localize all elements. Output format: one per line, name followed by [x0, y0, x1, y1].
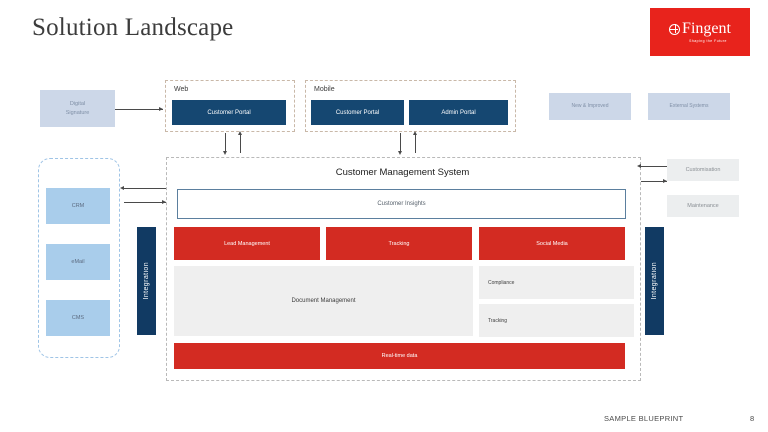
left-system-cms[interactable]: CMS: [46, 300, 110, 336]
logo-wordmark: Fingent: [682, 20, 731, 38]
left-system-email[interactable]: eMail: [46, 244, 110, 280]
real-time-data-label: Real-time data: [381, 353, 418, 359]
arrow-head-mobile-down: [397, 151, 402, 155]
tracking-red-box[interactable]: Tracking: [326, 227, 472, 260]
arrow-line-mobile-down: [400, 133, 401, 153]
social-media-box[interactable]: Social Media: [479, 227, 625, 260]
left-systems-group: [38, 158, 120, 358]
footer-page-number: 8: [750, 414, 755, 423]
mobile-group-label: Mobile: [314, 86, 335, 93]
cms-title: Customer Management System: [335, 167, 470, 178]
web-customer-portal-label: Customer Portal: [207, 109, 251, 116]
document-management-panel[interactable]: Document Management: [174, 266, 473, 336]
external-systems-box: External Systems: [648, 93, 730, 120]
fingent-logo: Fingent Shaping the Future: [650, 8, 750, 56]
integration-bar-right-label: Integration: [651, 262, 658, 300]
customer-insights-box[interactable]: Customer Insights: [177, 189, 626, 219]
integration-bar-left: Integration: [137, 227, 156, 335]
logo-tagline: Shaping the Future: [689, 38, 727, 43]
external-systems-label: External Systems: [669, 102, 709, 109]
compliance-panel[interactable]: Compliance: [479, 266, 634, 299]
mobile-admin-portal-label: Admin Portal: [441, 109, 476, 116]
left-system-cms-label: CMS: [71, 315, 85, 321]
web-group-label: Web: [174, 86, 189, 93]
logo-row: Fingent: [669, 21, 731, 37]
arrow-left-out: [162, 199, 166, 204]
connector-right-out: [641, 181, 667, 182]
globe-icon: [669, 23, 681, 35]
lead-management-label: Lead Management: [224, 240, 270, 247]
real-time-data-bar[interactable]: Real-time data: [174, 343, 625, 369]
social-media-label: Social Media: [536, 240, 568, 247]
arrow-head-web-up: [237, 131, 242, 135]
connector-left-in: [124, 188, 166, 189]
left-system-email-label: eMail: [71, 259, 85, 265]
digital-signature-label: Digital Signature: [65, 101, 90, 116]
arrow-right-in: [637, 163, 641, 168]
maintenance-label: Maintenance: [687, 203, 719, 209]
arrow-head-web-down: [222, 151, 227, 155]
tracking-panel[interactable]: Tracking: [479, 304, 634, 337]
arrow-line-mobile-up: [415, 133, 416, 153]
left-system-crm[interactable]: CRM: [46, 188, 110, 224]
maintenance-box[interactable]: Maintenance: [667, 195, 739, 217]
arrow-right-out: [663, 178, 667, 183]
left-system-crm-label: CRM: [71, 203, 85, 209]
mobile-customer-portal-label: Customer Portal: [335, 109, 380, 116]
integration-bar-left-label: Integration: [143, 262, 150, 300]
compliance-label: Compliance: [488, 279, 515, 286]
customisation-label: Customisation: [685, 167, 721, 173]
mobile-group: Mobile: [305, 80, 516, 132]
arrow-left-in: [120, 185, 124, 190]
mobile-customer-portal[interactable]: Customer Portal: [311, 100, 404, 125]
digital-signature-box: Digital Signature: [40, 90, 115, 127]
connector-legacy-to-web: [115, 109, 163, 110]
arrow-head-mobile-up: [412, 131, 417, 135]
web-group: Web: [165, 80, 295, 132]
arrow-line-web-down: [225, 133, 226, 153]
mobile-admin-portal[interactable]: Admin Portal: [409, 100, 508, 125]
connector-right-in: [641, 166, 667, 167]
page-title: Solution Landscape: [32, 14, 234, 41]
lead-management-box[interactable]: Lead Management: [174, 227, 320, 260]
cms-group: [166, 157, 641, 381]
arrow-legacy-to-web: [159, 106, 163, 111]
tracking-panel-label: Tracking: [488, 317, 507, 324]
new-and-improved-box: New & Improved: [549, 93, 631, 120]
footer-label: SAMPLE BLUEPRINT: [604, 414, 684, 423]
tracking-red-label: Tracking: [388, 240, 410, 247]
integration-bar-right: Integration: [645, 227, 664, 335]
web-customer-portal[interactable]: Customer Portal: [172, 100, 286, 125]
customer-insights-label: Customer Insights: [377, 201, 426, 207]
new-and-improved-label: New & Improved: [571, 102, 609, 109]
arrow-line-web-up: [240, 133, 241, 153]
connector-left-out: [124, 202, 166, 203]
customisation-box[interactable]: Customisation: [667, 159, 739, 181]
document-management-label: Document Management: [291, 298, 356, 304]
